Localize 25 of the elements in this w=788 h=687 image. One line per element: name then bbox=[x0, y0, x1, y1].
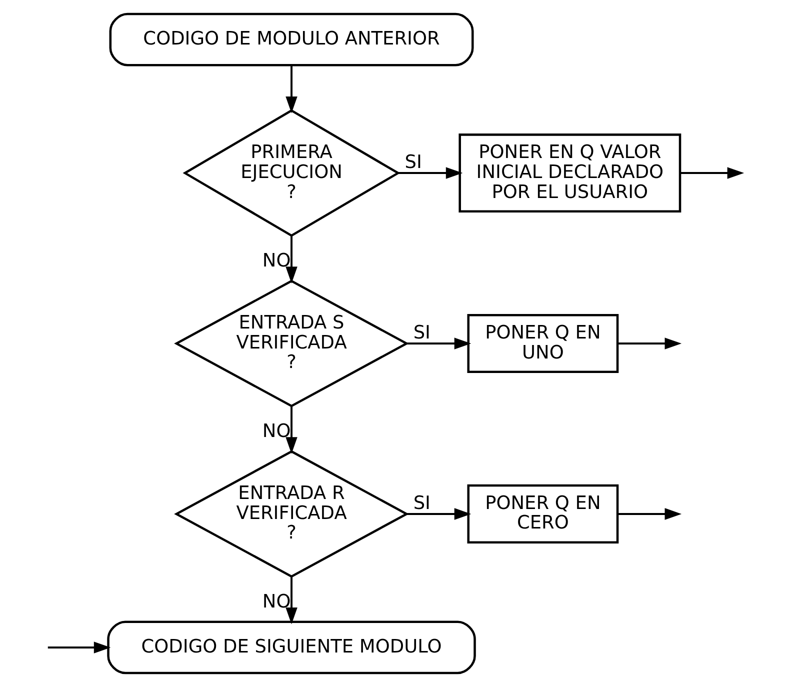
arrow bbox=[617, 508, 682, 520]
node-box: PONER Q EN CERO bbox=[466, 484, 618, 544]
node-diamond: ENTRADA R VERIFICADA ? bbox=[174, 450, 408, 578]
arrow bbox=[680, 167, 744, 179]
node-box: PONER EN Q VALOR INICIAL DECLARADO POR EL USUARIO bbox=[458, 134, 681, 213]
node-diamond: PRIMERA EJECUCION ? bbox=[182, 109, 400, 237]
arrow bbox=[285, 406, 297, 454]
node-diamond: ENTRADA S VERIFICADA ? bbox=[174, 280, 408, 408]
arrow bbox=[285, 236, 297, 284]
node-box: CODIGO DE MODULO ANTERIOR bbox=[108, 12, 474, 66]
arrow bbox=[285, 576, 297, 624]
node-box: PONER Q EN UNO bbox=[466, 314, 618, 374]
arrow bbox=[285, 65, 297, 114]
arrow bbox=[617, 338, 682, 350]
arrow bbox=[406, 508, 471, 520]
edge-label: NO bbox=[262, 250, 290, 272]
edge-label: NO bbox=[262, 420, 290, 442]
arrow bbox=[398, 167, 462, 179]
edge-label: SI bbox=[404, 152, 422, 173]
arrow bbox=[47, 642, 110, 654]
edge-label: SI bbox=[412, 322, 430, 344]
arrow bbox=[406, 338, 471, 350]
edge-label: NO bbox=[262, 591, 290, 612]
node-box: CODIGO DE SIGUIENTE MODULO bbox=[106, 620, 476, 674]
edge-label: SI bbox=[412, 492, 430, 514]
